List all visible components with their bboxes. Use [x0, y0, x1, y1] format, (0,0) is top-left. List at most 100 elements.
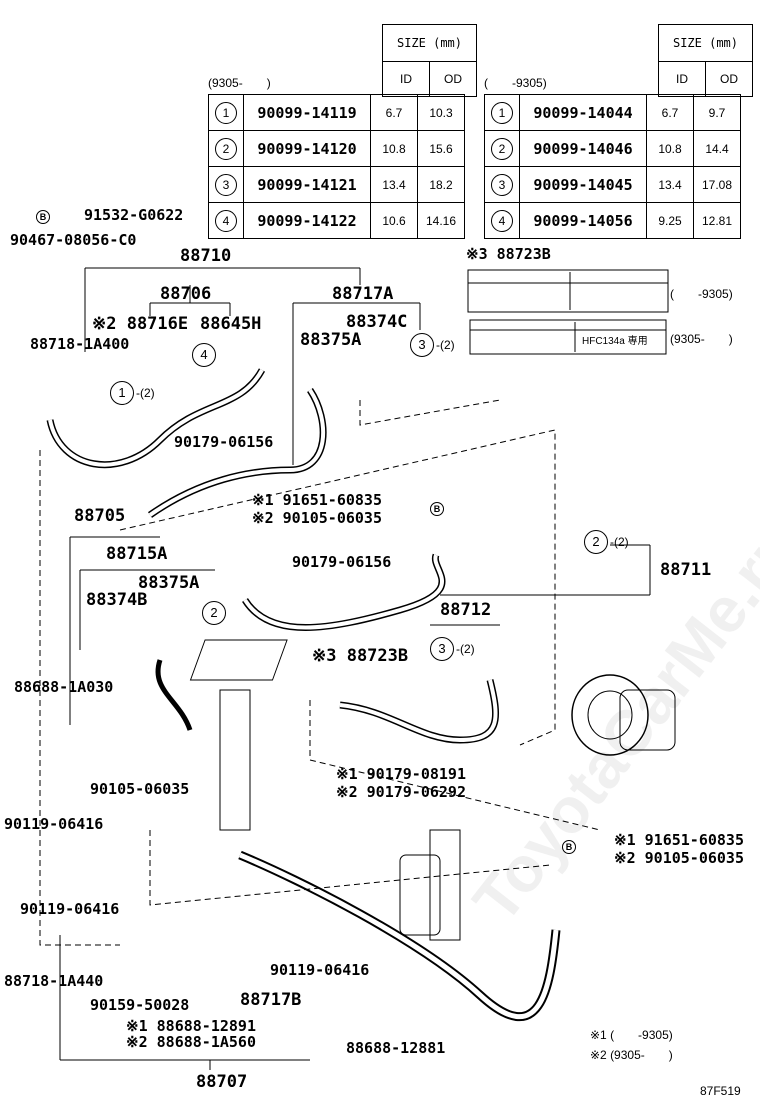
part-label: ※1 91651-60835 [614, 831, 744, 849]
callout-b-icon: B [430, 502, 444, 516]
part-label: 88717A [332, 284, 394, 304]
part-label: ※2 90105-06035 [614, 849, 744, 867]
size-od: 18.2 [417, 166, 465, 203]
refrigerant-label: HFC134a 専用 [582, 336, 648, 347]
part-number: 90099-14121 [243, 166, 371, 203]
figure-code: 87F519 [700, 1084, 741, 1098]
size-od: 15.6 [417, 130, 465, 167]
row-number: 3 [491, 173, 513, 196]
part-label: 90119-06416 [270, 961, 370, 979]
part-label: 90467-08056-C0 [10, 231, 137, 249]
part-label: ※2 90179-06292 [336, 783, 466, 801]
part-label: ※2 90105-06035 [252, 509, 382, 527]
part-label: 88717B [240, 990, 302, 1010]
row-number: 2 [491, 137, 513, 160]
size-id: 6.7 [646, 94, 694, 131]
size-od: 17.08 [693, 166, 741, 203]
col-id-left: ID [382, 61, 430, 97]
part-label: 90105-06035 [90, 780, 190, 798]
part-label: 90119-06416 [4, 815, 104, 833]
legend-note-2: ※2 (9305- ) [590, 1048, 673, 1062]
part-label: 90179-06156 [292, 553, 392, 571]
part-number: 90099-14119 [243, 94, 371, 131]
size-id: 10.8 [646, 130, 694, 167]
part-label: 88718-1A400 [30, 335, 130, 353]
callout-3-icon: 3 [410, 333, 434, 357]
part-label: 88705 [74, 506, 126, 526]
part-label: 88645H [200, 314, 262, 334]
period-left: (9305- ) [208, 76, 271, 90]
part-label: 88375A [138, 573, 200, 593]
size-id: 9.25 [646, 202, 694, 239]
size-od: 9.7 [693, 94, 741, 131]
col-od-left: OD [429, 61, 477, 97]
size-id: 10.6 [370, 202, 418, 239]
callout-3-count: -(2) [436, 338, 455, 352]
part-number: 90099-14045 [519, 166, 647, 203]
callout-4-icon: 4 [192, 343, 216, 367]
part-label: 88375A [300, 330, 362, 350]
part-label: 88688-12881 [346, 1039, 446, 1057]
callout-3-icon: 3 [430, 637, 454, 661]
callout-1-icon: 1 [110, 381, 134, 405]
svg-text:ToyotaCarMe.ru: ToyotaCarMe.ru [459, 511, 760, 935]
size-header-left: SIZE (mm) [382, 24, 477, 62]
size-od: 10.3 [417, 94, 465, 131]
part-number: 90099-14046 [519, 130, 647, 167]
part-label: ※1 90179-08191 [336, 765, 466, 783]
part-label: 90159-50028 [90, 996, 190, 1014]
part-label: ※1 88688-12891 [126, 1017, 256, 1035]
label-card-period-upper: ( -9305) [670, 287, 733, 301]
part-number: 90099-14044 [519, 94, 647, 131]
callout-3-count: -(2) [456, 642, 475, 656]
part-label: 88712 [440, 600, 492, 620]
size-od: 14.16 [417, 202, 465, 239]
row-number: 1 [215, 101, 237, 124]
part-label: 91532-G0622 [84, 206, 184, 224]
row-number: 1 [491, 101, 513, 124]
part-label: ※1 91651-60835 [252, 491, 382, 509]
part-label: 88706 [160, 284, 212, 304]
part-label: 88710 [180, 246, 232, 266]
callout-2-count: -(2) [610, 535, 629, 549]
size-id: 6.7 [370, 94, 418, 131]
callout-2-icon: 2 [584, 530, 608, 554]
part-label: 88707 [196, 1072, 248, 1092]
size-id: 13.4 [646, 166, 694, 203]
row-number: 2 [215, 137, 237, 160]
callout-2-icon: 2 [202, 601, 226, 625]
part-number: 90099-14120 [243, 130, 371, 167]
size-od: 14.4 [693, 130, 741, 167]
row-number: 3 [215, 173, 237, 196]
col-od-right: OD [705, 61, 753, 97]
size-od: 12.81 [693, 202, 741, 239]
callout-1-count: -(2) [136, 386, 155, 400]
part-label: 88374C [346, 312, 408, 332]
row-number: 4 [491, 209, 513, 232]
part-label: 90179-06156 [174, 433, 274, 451]
period-right: ( -9305) [484, 76, 547, 90]
part-label: 88711 [660, 560, 712, 580]
callout-b-icon: B [562, 840, 576, 854]
part-label: ※2 88716E [92, 314, 189, 334]
size-id: 13.4 [370, 166, 418, 203]
col-id-right: ID [658, 61, 706, 97]
part-number: 90099-14056 [519, 202, 647, 239]
part-label: 88718-1A440 [4, 972, 104, 990]
part-number: 90099-14122 [243, 202, 371, 239]
part-label: ※2 88688-1A560 [126, 1033, 256, 1051]
size-id: 10.8 [370, 130, 418, 167]
label-card-period-lower: (9305- ) [670, 332, 733, 346]
size-header-right: SIZE (mm) [658, 24, 753, 62]
